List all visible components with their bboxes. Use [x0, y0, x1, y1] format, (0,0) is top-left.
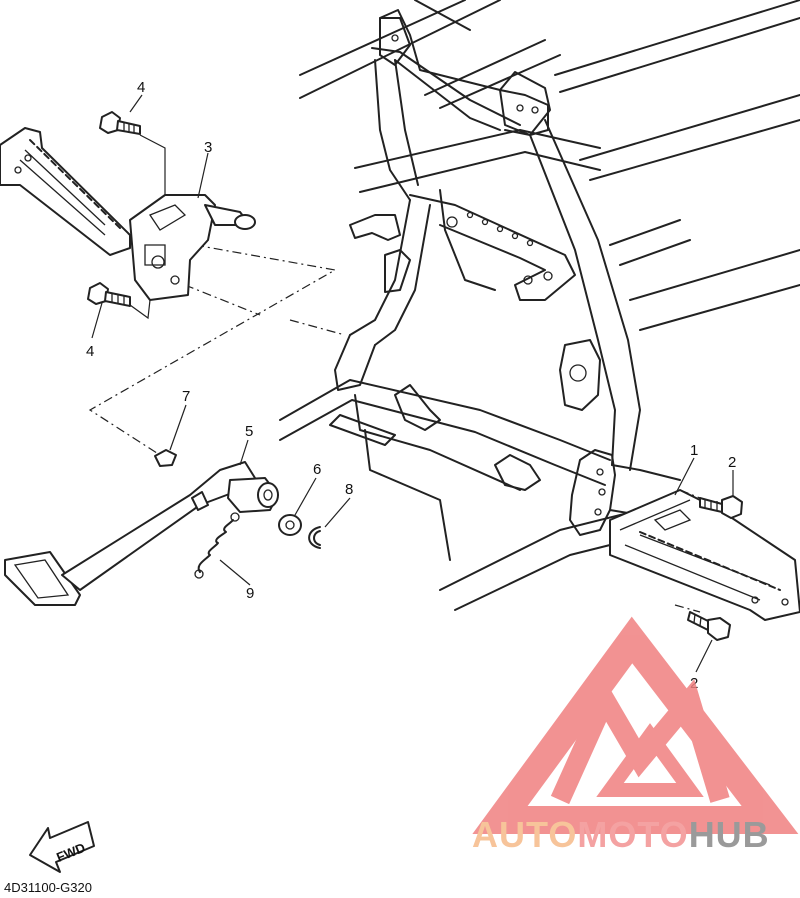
spring-9: [194, 512, 240, 579]
motorcycle-frame: [279, 0, 800, 611]
fwd-arrow: FWD: [29, 821, 95, 873]
callout-5: 5: [245, 423, 253, 440]
automotohub-logo-icon: [472, 616, 799, 834]
watermark-auto: AUTO: [472, 814, 578, 855]
right-footrest-1: [609, 489, 800, 621]
bolt-4-lower: [87, 282, 131, 307]
left-footrest: [0, 127, 131, 256]
callout-4-lower: 4: [86, 343, 94, 360]
brake-pedal-5: [4, 461, 279, 606]
callout-2-upper: 2: [728, 454, 736, 471]
callout-9: 9: [246, 585, 254, 602]
bolt-2-lower: [687, 611, 731, 641]
leader-lines: [91, 94, 734, 673]
callout-3: 3: [204, 139, 212, 156]
watermark-hub: HUB: [688, 814, 770, 855]
callout-7: 7: [182, 388, 190, 405]
clip-7: [154, 449, 177, 467]
footrest-bracket-3: [129, 194, 256, 301]
clip-8: [308, 526, 321, 549]
washer-6: [278, 514, 302, 536]
bolt-2-upper: [699, 495, 743, 519]
watermark-moto: MOTO: [577, 814, 689, 855]
callout-8: 8: [345, 481, 353, 498]
bolt-4-upper: [99, 111, 141, 135]
diagram-code: 4D31100-G320: [4, 880, 92, 895]
watermark-brand-text: AUTOMOTOHUB: [472, 814, 770, 856]
callout-4-upper: 4: [137, 79, 145, 96]
callout-6: 6: [313, 461, 321, 478]
callout-1: 1: [690, 442, 698, 459]
assembly-lines: [88, 244, 701, 613]
